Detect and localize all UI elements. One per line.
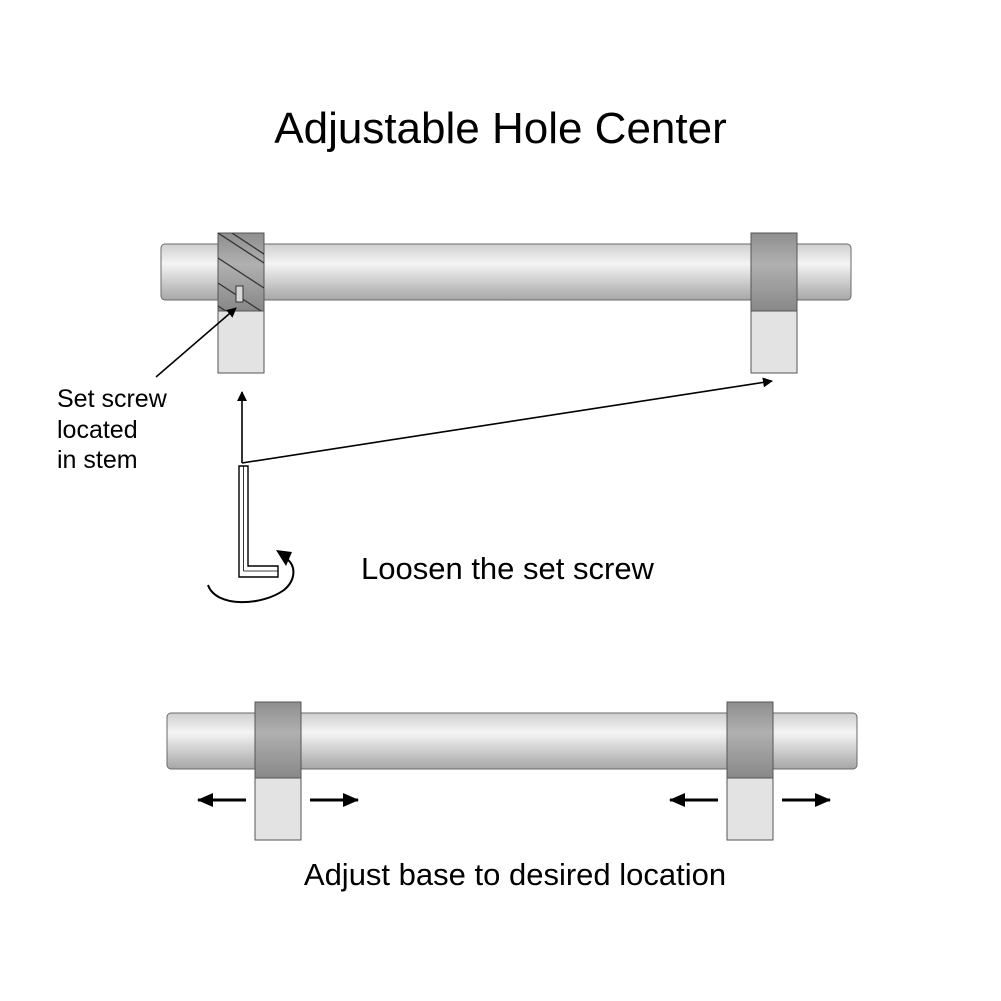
tool-arrows (237, 377, 773, 464)
callout-line: in stem (57, 446, 138, 474)
bottom-handle (166, 701, 858, 841)
diagram-title: Adjustable Hole Center (274, 104, 727, 153)
bottom-right-post (726, 701, 774, 841)
set-screw-callout: Set screw located in stem (57, 384, 167, 476)
section-hatch (218, 233, 264, 311)
top-handle (160, 232, 852, 374)
bottom-left-collar (254, 701, 302, 779)
arrow-to-right-post (241, 377, 773, 464)
curved-arrow-icon (207, 550, 295, 604)
top-right-post (750, 232, 798, 374)
top-bar (160, 243, 852, 301)
callout-line: Set screw (57, 385, 167, 413)
top-left-post (217, 232, 265, 374)
set-screw (235, 285, 244, 303)
callout-line: located (57, 415, 138, 444)
top-left-stem (217, 310, 265, 374)
bottom-left-post (254, 701, 302, 841)
set-screw-leader (155, 307, 237, 378)
top-right-stem (750, 310, 798, 374)
step-loosen-label: Loosen the set screw (361, 551, 654, 586)
bottom-left-stem (254, 777, 302, 841)
hex-key-icon (238, 465, 279, 578)
bottom-right-stem (726, 777, 774, 841)
bottom-bar (166, 712, 858, 770)
step-adjust-label: Adjust base to desired location (303, 857, 727, 892)
top-right-collar (750, 232, 798, 312)
bottom-right-collar (726, 701, 774, 779)
